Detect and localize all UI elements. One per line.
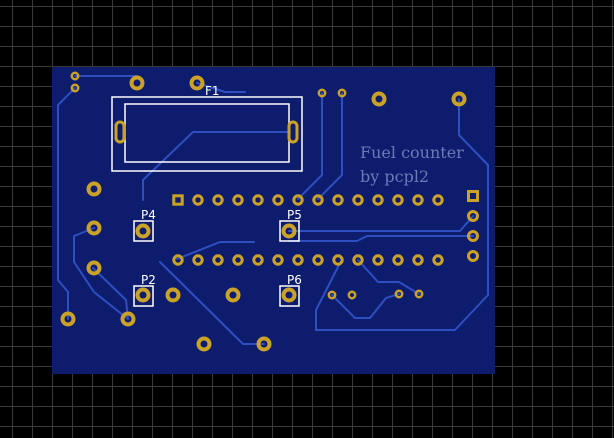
header-pin[interactable] [172,194,184,206]
pad[interactable] [86,220,102,236]
header-pin[interactable] [432,254,444,266]
header-pin[interactable] [292,194,304,206]
header-pin[interactable] [212,194,224,206]
via[interactable] [70,71,80,81]
trace [288,215,474,232]
header-pin[interactable] [372,194,384,206]
header-pin[interactable] [332,254,344,266]
pad[interactable] [165,287,181,303]
p6-label: P6 [287,273,302,287]
trace [196,82,246,93]
pad[interactable] [60,311,76,327]
p5-label: P5 [287,208,302,222]
pad[interactable] [189,75,205,91]
header-pin[interactable] [312,194,324,206]
header-pin[interactable] [432,194,444,206]
p4-outline [133,220,154,242]
header-pin[interactable] [352,194,364,206]
via[interactable] [347,290,357,300]
fuse-outline [111,96,303,172]
trace [73,227,129,320]
trace [331,293,400,319]
via[interactable] [317,88,327,98]
header-pin[interactable] [212,254,224,266]
trace [297,92,323,200]
connector-pin[interactable] [467,230,479,242]
via[interactable] [414,289,424,299]
header-pin[interactable] [412,194,424,206]
header-pin[interactable] [172,254,184,266]
board-title-line2: by pcpl2 [360,167,429,186]
header-pin[interactable] [192,254,204,266]
trace [288,235,474,242]
header-pin[interactable] [252,254,264,266]
pad[interactable] [120,311,136,327]
board-title-line1: Fuel counter [360,143,464,162]
pad[interactable] [135,223,151,239]
header-pin[interactable] [392,194,404,206]
connector-pin[interactable] [467,210,479,222]
trace [315,98,489,331]
pad[interactable] [451,91,467,107]
trace [57,87,76,320]
p6-outline [279,285,300,307]
header-pin[interactable] [372,254,384,266]
via[interactable] [70,83,80,93]
header-pin[interactable] [352,254,364,266]
header-pin[interactable] [332,194,344,206]
trace [357,259,420,295]
pad[interactable] [86,260,102,276]
connector-pin[interactable] [467,250,479,262]
via[interactable] [327,290,337,300]
p2-outline [133,285,154,307]
pad[interactable] [256,336,272,352]
connector-pin[interactable] [467,190,479,202]
pad[interactable] [135,287,151,303]
p4-label: P4 [141,208,156,222]
pad[interactable] [225,287,241,303]
p2-label: P2 [141,273,156,287]
header-pin[interactable] [312,254,324,266]
via[interactable] [394,289,404,299]
pad[interactable] [281,287,297,303]
header-pin[interactable] [412,254,424,266]
pads-layer [60,71,479,352]
pad[interactable] [281,223,297,239]
header-pin[interactable] [192,194,204,206]
header-pin[interactable] [292,254,304,266]
pad[interactable] [371,91,387,107]
trace [142,131,291,201]
pad[interactable] [196,336,212,352]
fuse-label: F1 [205,84,220,98]
fuse-f1[interactable] [111,96,303,172]
header-pin[interactable] [272,254,284,266]
trace [317,92,343,200]
pcb-board [52,67,495,374]
header-pin[interactable] [272,194,284,206]
header-pin[interactable] [232,254,244,266]
header-pin[interactable] [232,194,244,206]
pad[interactable] [86,181,102,197]
fuse-pad-right[interactable] [287,120,299,144]
pad[interactable] [129,75,145,91]
header-pin[interactable] [392,254,404,266]
fuse-pad-left[interactable] [114,120,126,144]
trace [176,241,255,260]
p5-outline [279,220,300,242]
via[interactable] [337,88,347,98]
header-pin[interactable] [252,194,264,206]
